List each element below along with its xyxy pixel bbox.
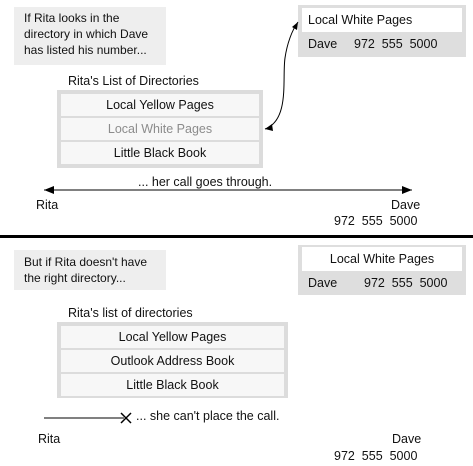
- top-directory-list-title: Rita's List of Directories: [68, 74, 199, 88]
- bottom-callee-number: 972 555 5000: [334, 449, 418, 463]
- bottom-entry-number: 972 555 5000: [364, 276, 448, 290]
- top-white-pages-title: Local White Pages: [302, 8, 462, 32]
- top-entry-name: Dave: [308, 37, 338, 51]
- bottom-white-pages-title: Local White Pages: [302, 247, 462, 271]
- bottom-directory-list: Local Yellow Pages Outlook Address Book …: [57, 322, 288, 398]
- top-callee-number: 972 555 5000: [334, 214, 418, 228]
- top-scenario-note: If Rita looks in the directory in which …: [14, 7, 166, 65]
- top-note-line-2: directory in which Dave: [24, 27, 149, 41]
- top-entry-number: 972 555 5000: [354, 37, 438, 51]
- bottom-directory-item-yellow-pages[interactable]: Local Yellow Pages: [61, 326, 284, 348]
- bottom-note-line-2: the right directory...: [24, 271, 126, 285]
- top-directory-item-white-pages[interactable]: Local White Pages: [61, 118, 259, 140]
- top-callee-label: Dave: [391, 198, 421, 212]
- bottom-scenario-note: But if Rita doesn't have the right direc…: [14, 250, 166, 290]
- bottom-white-pages-directory: Local White Pages Dave 972 555 5000: [298, 245, 466, 295]
- bottom-directory-list-title: Rita's list of directories: [68, 306, 193, 320]
- top-directory-item-black-book[interactable]: Little Black Book: [61, 142, 259, 164]
- bottom-call-text: ... she can't place the call.: [136, 409, 280, 423]
- bottom-caller-label: Rita: [38, 432, 61, 446]
- bottom-white-pages-entry: Dave 972 555 5000: [308, 273, 447, 293]
- bottom-note-line-1: But if Rita doesn't have: [24, 255, 148, 269]
- top-directory-item-yellow-pages[interactable]: Local Yellow Pages: [61, 94, 259, 116]
- bottom-entry-name: Dave: [308, 276, 338, 290]
- top-white-pages-directory: Local White Pages Dave 972 555 5000: [298, 5, 466, 57]
- top-caller-label: Rita: [36, 198, 59, 212]
- scenario-divider: [0, 235, 473, 238]
- bottom-directory-item-black-book[interactable]: Little Black Book: [61, 374, 284, 396]
- top-note-line-1: If Rita looks in the: [24, 11, 120, 25]
- top-call-text: ... her call goes through.: [138, 175, 273, 189]
- top-note-line-3: has listed his number...: [24, 43, 147, 57]
- bottom-directory-item-outlook-address-book[interactable]: Outlook Address Book: [61, 350, 284, 372]
- top-directory-list: Local Yellow Pages Local White Pages Lit…: [57, 90, 263, 168]
- top-white-pages-entry: Dave 972 555 5000: [308, 34, 437, 54]
- bottom-callee-label: Dave: [392, 432, 422, 446]
